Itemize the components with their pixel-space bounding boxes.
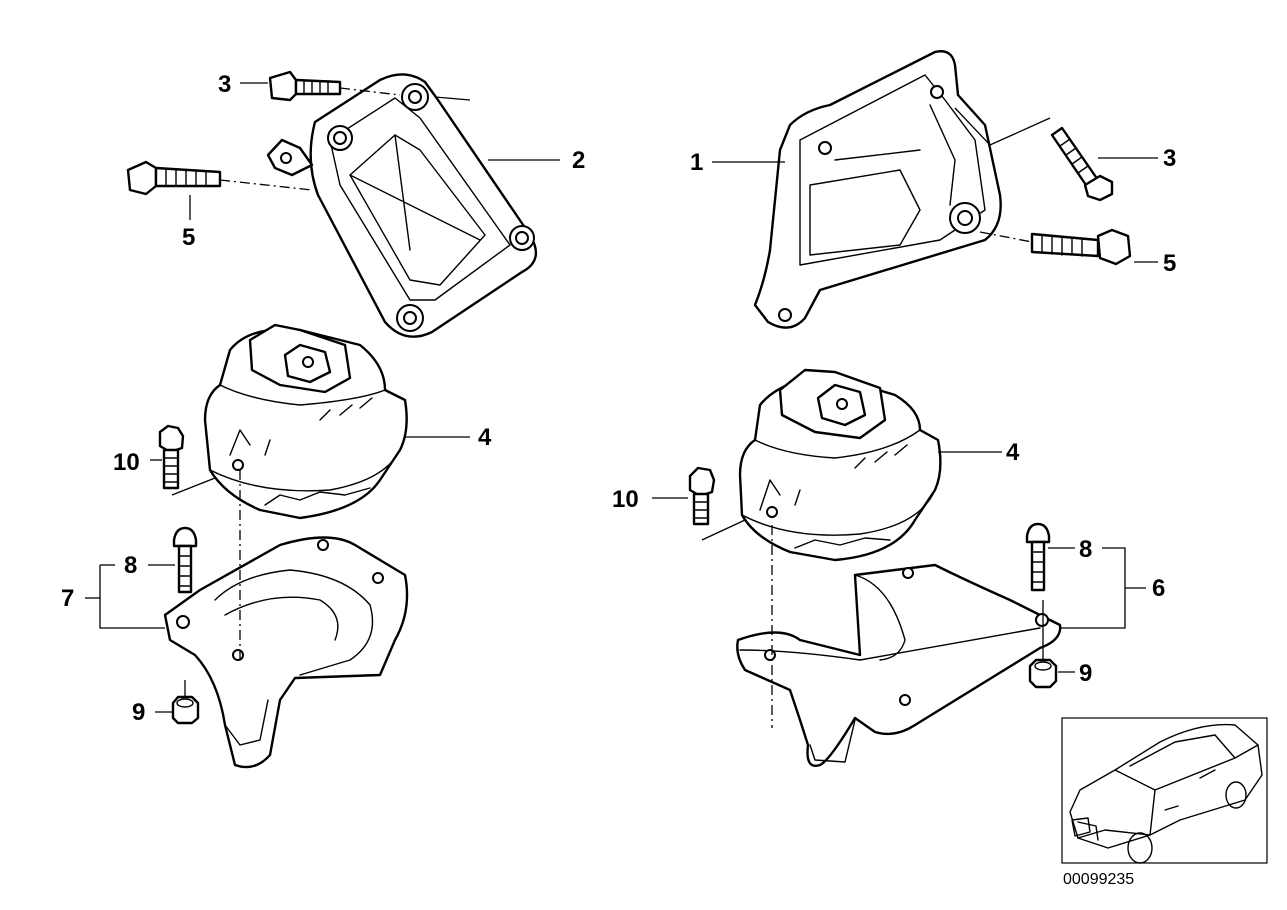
callout-left-mount-bolt: 10 bbox=[113, 449, 140, 476]
left-bolt-top bbox=[268, 70, 342, 102]
vehicle-thumbnail bbox=[1061, 717, 1268, 864]
right-bolt-top bbox=[1050, 126, 1114, 202]
callout-left-support-bolt: 8 bbox=[124, 552, 137, 579]
right-nut bbox=[1028, 658, 1058, 689]
callout-left-support-group: 7 bbox=[61, 585, 74, 612]
right-leader-lines bbox=[652, 107, 1158, 728]
left-support-bolt bbox=[172, 526, 198, 594]
right-support-bracket bbox=[736, 563, 1062, 767]
callout-right-mount: 4 bbox=[1006, 439, 1020, 466]
callout-left-bolt-long: 5 bbox=[182, 224, 195, 251]
left-engine-bracket bbox=[266, 73, 538, 338]
left-nut bbox=[171, 695, 200, 725]
callout-right-support-bolt: 8 bbox=[1079, 536, 1092, 563]
right-mount-bolt bbox=[688, 466, 716, 526]
left-rubber-mount bbox=[203, 323, 408, 520]
callout-right-bolt-top: 3 bbox=[1163, 145, 1176, 172]
callout-right-support-group: 6 bbox=[1152, 575, 1165, 602]
left-leader-lines bbox=[85, 82, 560, 713]
callout-right-bolt-long: 5 bbox=[1163, 250, 1176, 277]
callout-left-mount: 4 bbox=[478, 424, 492, 451]
callout-left-nut: 9 bbox=[132, 699, 145, 726]
callout-right-nut: 9 bbox=[1079, 660, 1092, 687]
right-engine-bracket bbox=[753, 50, 1002, 329]
left-mount-bolt bbox=[158, 424, 185, 490]
callout-right-bracket: 1 bbox=[690, 149, 703, 176]
callout-right-mount-bolt: 10 bbox=[612, 486, 639, 513]
diagram-reference-number: 00099235 bbox=[1063, 871, 1134, 888]
callout-left-bolt-top: 3 bbox=[218, 71, 231, 98]
right-support-bolt bbox=[1025, 522, 1051, 592]
left-support-bracket bbox=[163, 536, 409, 769]
callout-left-bracket: 2 bbox=[572, 147, 585, 174]
right-rubber-mount bbox=[738, 368, 942, 562]
right-bolt-long bbox=[1030, 228, 1132, 266]
left-bolt-long bbox=[126, 160, 222, 196]
